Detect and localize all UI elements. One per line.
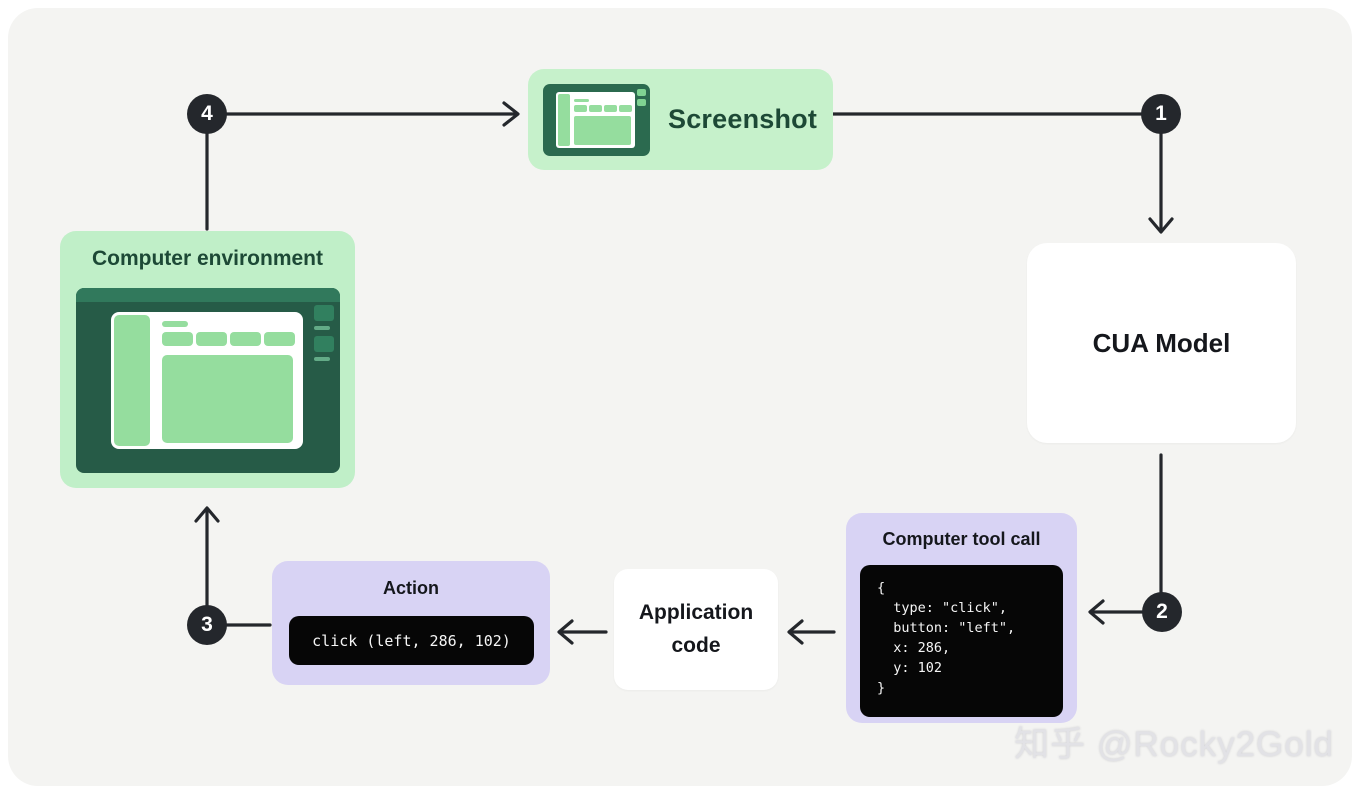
computer-tool-call-code-block: { type: "click", button: "left", x: 286,…: [860, 565, 1063, 717]
env-side-panel-icons: [314, 305, 334, 367]
computer-window-icon: [76, 288, 340, 473]
env-app-sidebar: [114, 315, 150, 446]
action-box: Action click (left, 286, 102): [272, 561, 550, 685]
env-panel-icon: [314, 336, 334, 352]
mini-window-content: [574, 115, 631, 145]
step-badge-2: 2: [1142, 592, 1182, 632]
env-app-tab: [162, 321, 188, 327]
mini-window-toolbar: [574, 104, 632, 112]
action-code-pill: click (left, 286, 102): [289, 616, 534, 665]
env-app-window: [111, 312, 303, 449]
cua-model-box: CUA Model: [1027, 243, 1296, 443]
env-panel-icon: [314, 305, 334, 321]
step-badge-1: 1: [1141, 94, 1181, 134]
watermark: 知乎 @Rocky2Gold: [1014, 725, 1334, 764]
action-title: Action: [383, 578, 439, 598]
application-code-box: Application code: [614, 569, 778, 690]
mini-window: [556, 91, 635, 148]
mini-window-tab: [574, 98, 589, 102]
cua-model-label: CUA Model: [1092, 327, 1231, 358]
mini-window-sidebar: [558, 93, 570, 146]
application-code-label: Application code: [638, 600, 754, 657]
computer-tool-call-box: Computer tool call { type: "click", butt…: [846, 513, 1077, 723]
step-badge-4: 4: [187, 94, 227, 134]
env-panel-icon-label: [314, 357, 330, 361]
computer-tool-call-title: Computer tool call: [882, 529, 1041, 549]
mini-frame-buttons: [637, 88, 646, 106]
window-screenshot-icon: [543, 83, 650, 156]
computer-environment-box: Computer environment: [60, 231, 355, 488]
screenshot-label: Screenshot: [668, 104, 818, 134]
env-app-content: [162, 355, 293, 443]
env-app-toolbar: [162, 332, 295, 346]
env-panel-icon-label: [314, 326, 330, 330]
step-badge-3: 3: [187, 605, 227, 645]
env-window-titlebar: [76, 288, 340, 302]
screenshot-box: Screenshot: [528, 69, 833, 170]
computer-environment-title: Computer environment: [91, 247, 324, 270]
